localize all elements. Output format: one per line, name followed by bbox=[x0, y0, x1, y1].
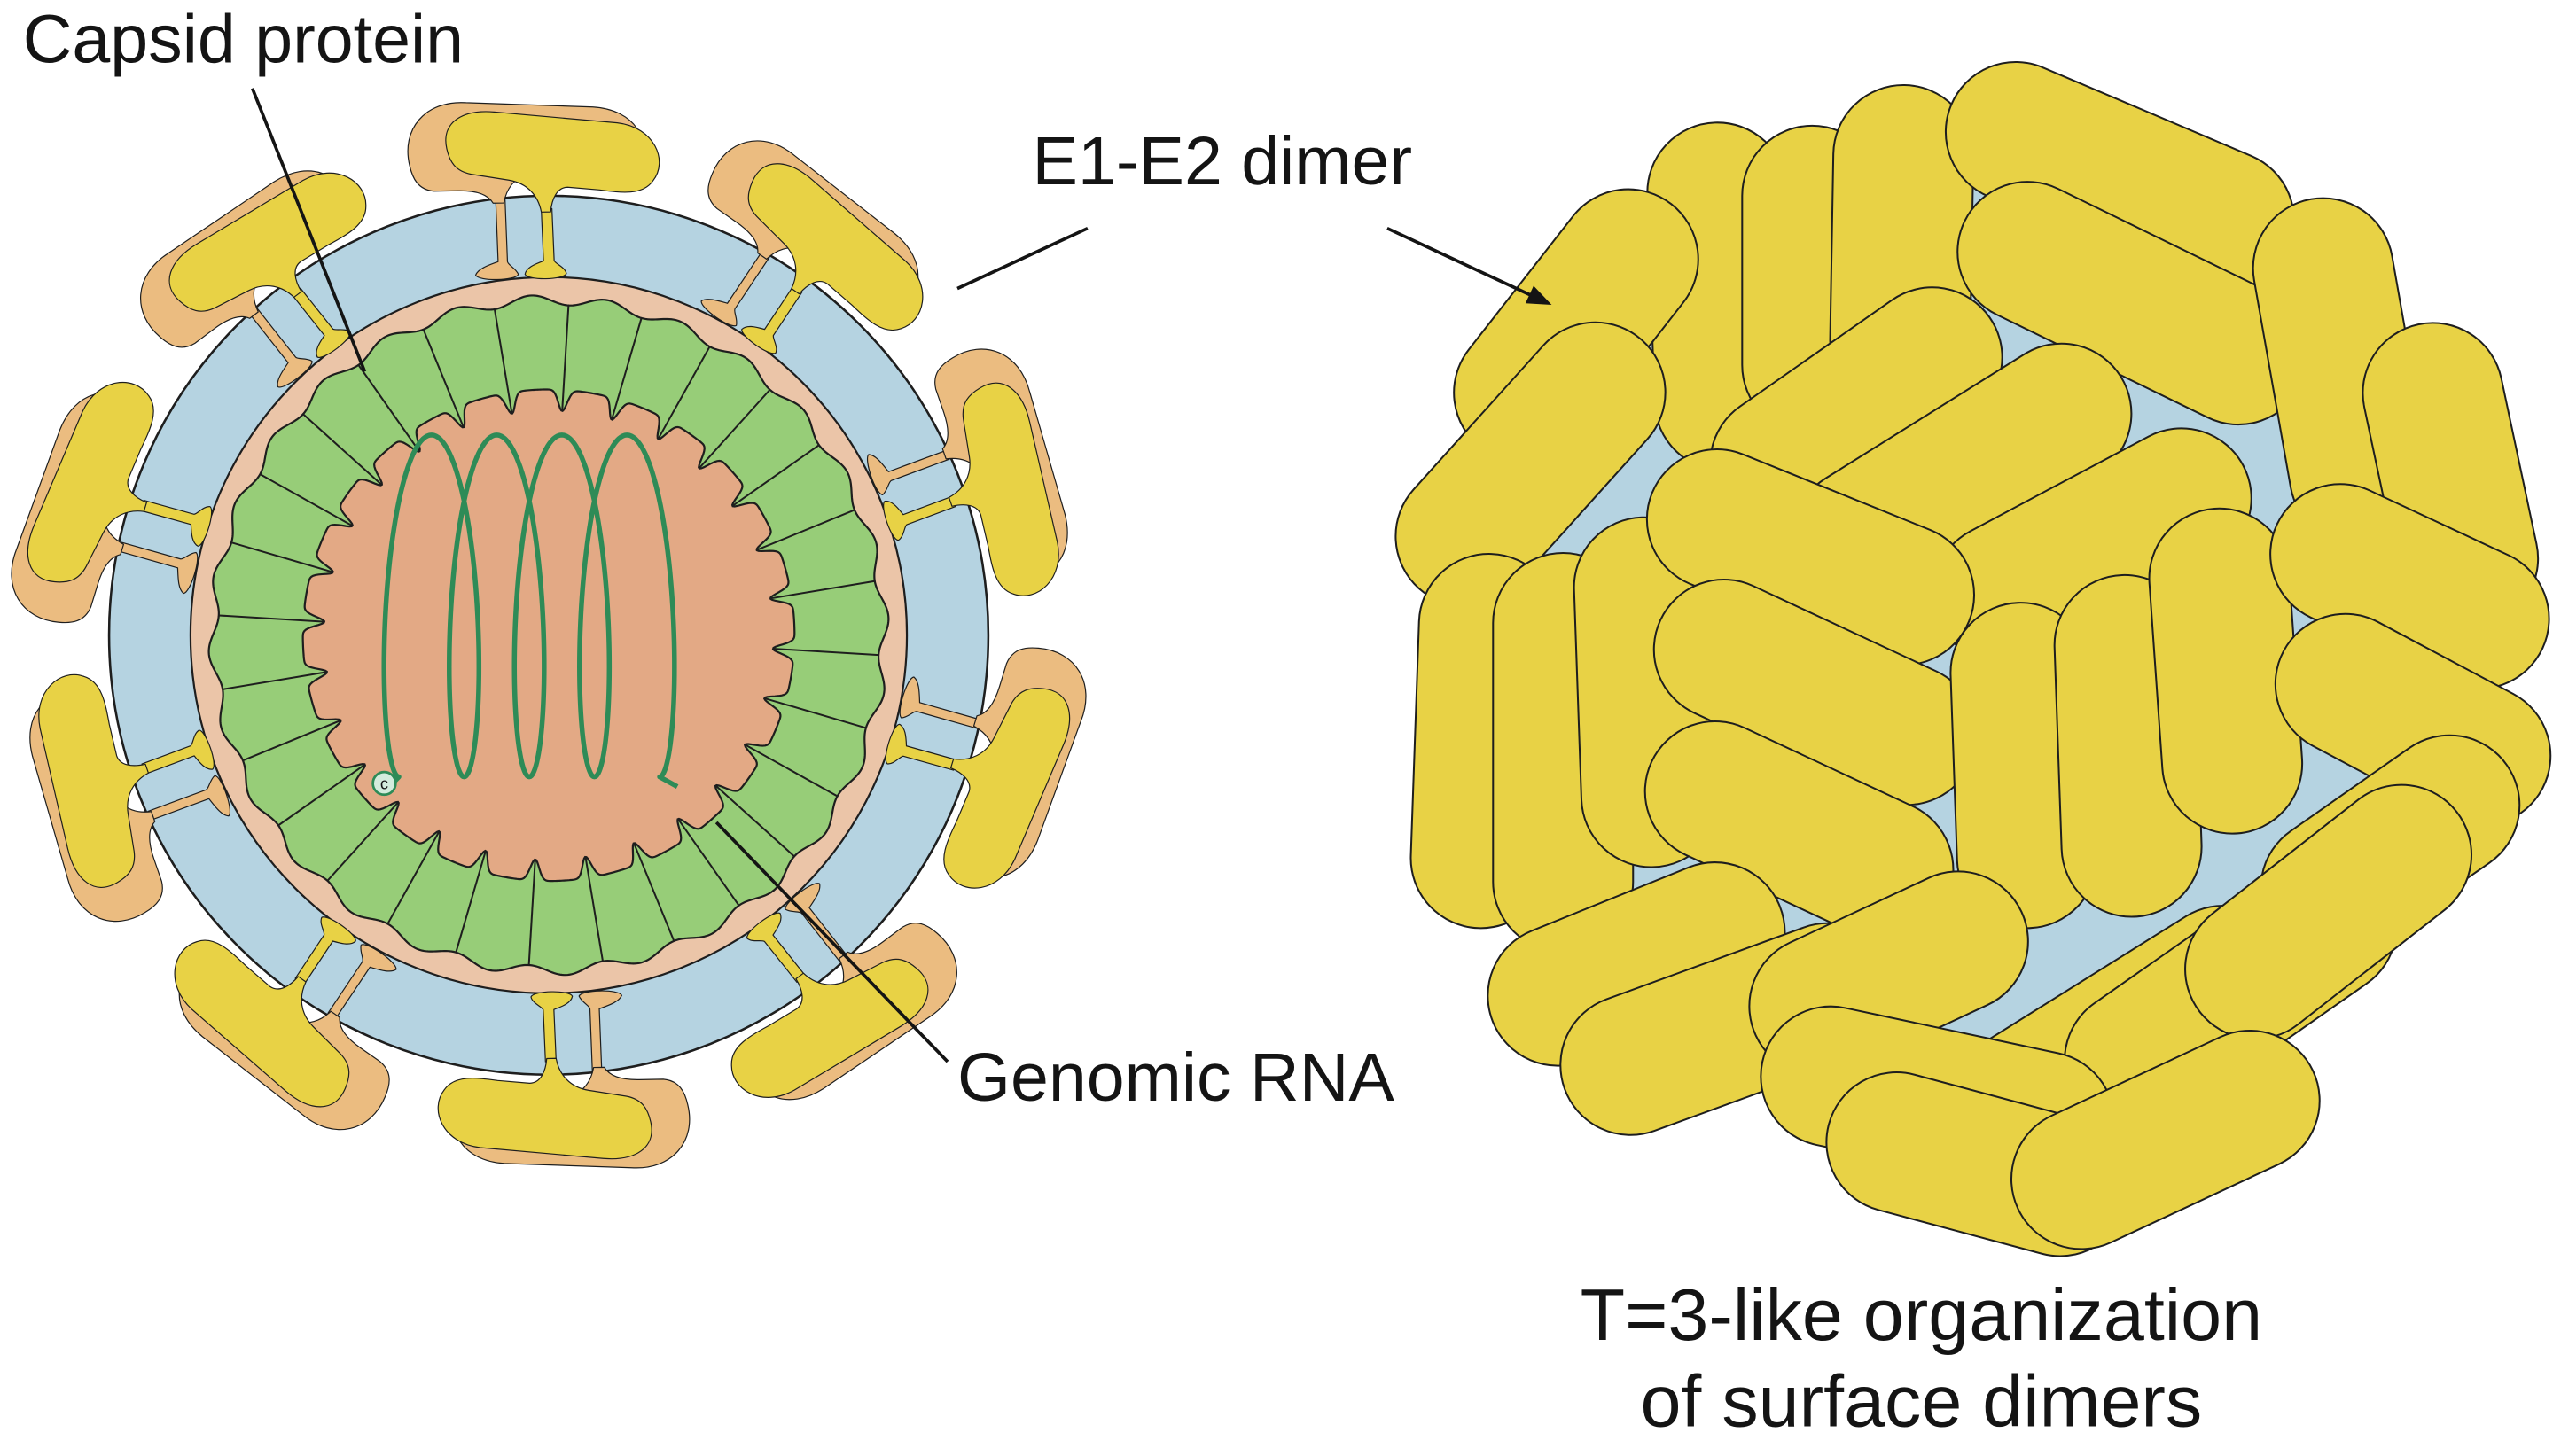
e1-e2-spike bbox=[668, 840, 976, 1133]
spike-base-stalk bbox=[144, 774, 233, 840]
rna-end-marker: c bbox=[371, 770, 397, 797]
e1-e2-dimer-leader-line bbox=[956, 226, 1089, 291]
capsid-protein-boundary bbox=[326, 801, 400, 882]
spike-cap-stalk bbox=[137, 728, 217, 790]
capsid-protein-boundary bbox=[357, 364, 420, 453]
capsid-protein-boundary bbox=[633, 842, 675, 942]
surface-dimer bbox=[2010, 1029, 2321, 1250]
annotations: Capsid protein E1-E2 dimer Genomic RNA T… bbox=[23, 1, 2262, 1442]
spike-cap-lobe bbox=[14, 661, 179, 896]
capsid-protein-boundary bbox=[731, 444, 820, 507]
spike-cap-lobe bbox=[708, 916, 940, 1125]
capsid-protein-boundary bbox=[218, 614, 325, 623]
spike-cap-lobe bbox=[918, 376, 1083, 611]
spike-cap-lobe bbox=[445, 109, 660, 214]
capsid-protein-boundary bbox=[422, 329, 465, 428]
spike-base-stalk bbox=[112, 531, 200, 595]
spike-base-stalk bbox=[233, 301, 316, 391]
spike-cap-stalk bbox=[531, 992, 574, 1063]
capsid-protein-boundary bbox=[584, 856, 604, 962]
capsid-protein-boundary bbox=[222, 671, 328, 690]
capsid-protein-boundary bbox=[769, 580, 875, 600]
spike-base-stalk bbox=[474, 199, 519, 280]
spike-cap-lobe bbox=[158, 144, 389, 354]
genomic-rna-label: Genomic RNA bbox=[957, 1039, 1394, 1116]
capsid-protein-boundary bbox=[698, 389, 771, 470]
spike-cap-stalk bbox=[136, 487, 215, 548]
capsid-protein-boundary bbox=[230, 541, 333, 573]
surface-dimer bbox=[2184, 783, 2473, 1040]
spike-cap-stalk bbox=[744, 909, 819, 990]
spike-cap-stalk bbox=[880, 480, 960, 542]
capsid-protein-boundary bbox=[277, 763, 366, 827]
spike-base-stalk bbox=[318, 941, 399, 1031]
virion-surface-view bbox=[1394, 60, 2552, 1257]
capsid-protein-boundaries bbox=[218, 305, 879, 966]
capsid-protein-boundary bbox=[302, 413, 383, 486]
nucleocapsid-core bbox=[301, 388, 796, 883]
spike-cap-stalk bbox=[739, 276, 814, 356]
spike-base-stalk bbox=[579, 991, 623, 1071]
capsid-protein-boundary bbox=[677, 818, 740, 907]
capsid-protein-boundary bbox=[386, 830, 441, 924]
rna-end-marker-label: c bbox=[380, 774, 388, 792]
e1-e2-spike bbox=[4, 639, 254, 934]
genomic-rna-leader-line bbox=[714, 821, 949, 1063]
surface-caption-line2: of surface dimers bbox=[1640, 1359, 2202, 1442]
capsid-protein-boundary bbox=[493, 308, 513, 414]
e1-e2-spikes bbox=[0, 99, 1098, 1172]
capsid-protein-boundary bbox=[744, 744, 839, 798]
spike-base-stalk bbox=[699, 239, 779, 329]
e1-e2-spike bbox=[144, 859, 452, 1148]
surface-dimer bbox=[1394, 321, 1667, 608]
spike-base-stalk bbox=[864, 430, 954, 496]
genomic-rna-strand bbox=[381, 432, 679, 790]
capsid-protein-boundary bbox=[527, 859, 536, 966]
spike-cap-stalk bbox=[883, 723, 962, 783]
rna-end-marker-circle bbox=[371, 770, 397, 797]
surface-caption-line1: T=3-like organization bbox=[1581, 1273, 2262, 1356]
spike-cap-lobe bbox=[918, 669, 1078, 902]
spike-cap-lobe bbox=[151, 914, 384, 1119]
e1-e2-spike bbox=[436, 989, 691, 1171]
spike-cap-lobe bbox=[437, 1056, 652, 1162]
virion-cross-section bbox=[0, 99, 1098, 1172]
capsid-protein-leader-line bbox=[250, 87, 367, 372]
e1-e2-spike bbox=[644, 121, 952, 411]
capsid-protein-boundary bbox=[657, 346, 711, 440]
capsid-protein-label: Capsid protein bbox=[23, 1, 464, 77]
e1-e2-dimer-arrow-line bbox=[1386, 226, 1532, 297]
e1-e2-spike bbox=[407, 99, 661, 281]
capsid-protein-boundary bbox=[611, 317, 643, 420]
e1-e2-spike bbox=[843, 336, 1093, 631]
spike-cap-stalk bbox=[285, 914, 359, 994]
capsid-protein-boundary bbox=[259, 473, 354, 527]
capsid-protein-boundary bbox=[455, 850, 487, 953]
capsid-protein-boundary bbox=[763, 697, 867, 729]
capsid-protein-boundary bbox=[242, 719, 341, 762]
spike-base-stalk bbox=[897, 675, 986, 739]
capsid-protein-boundary bbox=[561, 305, 570, 411]
e1-e2-spike bbox=[0, 365, 242, 658]
capsid-protein-boundary bbox=[756, 509, 855, 551]
spike-cap-lobe bbox=[20, 369, 179, 602]
e1-e2-dimer-arrowhead bbox=[1525, 285, 1552, 305]
spike-cap-stalk bbox=[278, 280, 354, 361]
capsid-protein-boundary bbox=[772, 648, 879, 657]
capsid-protein-boundary bbox=[714, 784, 795, 858]
spike-cap-stalk bbox=[524, 208, 566, 279]
e1-e2-spike bbox=[121, 137, 429, 431]
e1-e2-spike bbox=[855, 613, 1098, 906]
e1-e2-dimer-label: E1-E2 dimer bbox=[1032, 123, 1412, 199]
spike-cap-lobe bbox=[714, 152, 948, 357]
